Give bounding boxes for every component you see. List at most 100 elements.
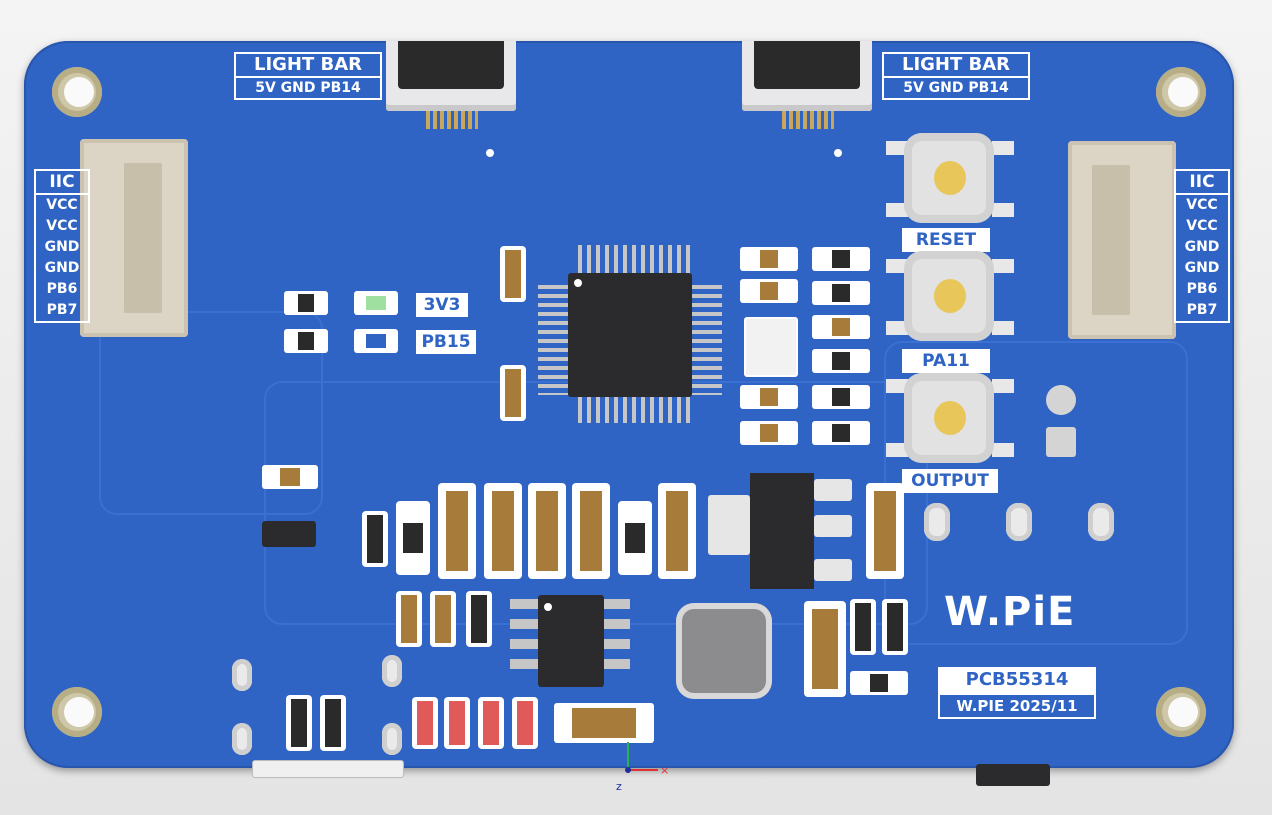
- iic-pin: VCC: [46, 218, 78, 234]
- led: [478, 697, 504, 749]
- resistor: [430, 591, 456, 647]
- light-bar-title: LIGHT BAR: [901, 54, 1011, 75]
- iic-pin: VCC: [1186, 218, 1218, 234]
- button-pad: [992, 321, 1014, 335]
- output-button[interactable]: [904, 373, 994, 463]
- button-pad: [886, 443, 908, 457]
- resistor: [812, 281, 870, 305]
- ldo-tab: [708, 495, 750, 555]
- bottom-component: [976, 764, 1050, 786]
- iic-pin: PB6: [1186, 281, 1218, 297]
- resistor: [850, 599, 876, 655]
- mcu-pins-right: [690, 285, 722, 395]
- pcb-board[interactable]: LIGHT BAR 5V GND PB14 LIGHT BAR 5V GND P…: [24, 41, 1234, 768]
- resistor: [286, 695, 312, 751]
- iic-label-right: IIC VCC VCC GND GND PB6 PB7: [1174, 169, 1230, 323]
- light-bar-pins: 5V GND PB14: [236, 76, 380, 98]
- light-bar-title: LIGHT BAR: [253, 54, 363, 75]
- mounting-hole-top-left: [52, 67, 102, 117]
- brand-logo: W.PiE: [944, 589, 1076, 635]
- button-pad: [992, 443, 1014, 457]
- iic-label-left: IIC VCC VCC GND GND PB6 PB7: [34, 169, 90, 323]
- ic-pins-left: [510, 599, 538, 673]
- axis-gizmo: z ×: [616, 742, 669, 793]
- mounting-slot: [382, 723, 402, 755]
- led-label-pb15: PB15: [416, 330, 476, 354]
- resistor: [882, 599, 908, 655]
- voltage-regulator[interactable]: [750, 473, 814, 589]
- diode: [618, 501, 652, 575]
- iic-pin: PB7: [46, 302, 78, 318]
- capacitor: [500, 365, 526, 421]
- led: [512, 697, 538, 749]
- crystal-oscillator: [744, 317, 798, 377]
- power-inductor[interactable]: [676, 603, 772, 699]
- mounting-hole-top-right: [1156, 67, 1206, 117]
- connector-pins: [782, 111, 834, 129]
- usb-connector[interactable]: [252, 760, 404, 778]
- led: [412, 697, 438, 749]
- mounting-slot: [382, 655, 402, 687]
- resistor: [320, 695, 346, 751]
- resistor: [812, 421, 870, 445]
- iic-pin: PB7: [1186, 302, 1218, 318]
- capacitor: [500, 246, 526, 302]
- button-pad: [886, 379, 908, 393]
- mounting-slot: [1006, 503, 1032, 541]
- resistor: [396, 591, 422, 647]
- connector-housing: [124, 163, 162, 313]
- board-version-label: W.PIE 2025/11: [938, 693, 1096, 719]
- iic-pin: PB6: [46, 281, 78, 297]
- button-pad: [886, 259, 908, 273]
- light-bar-label-right: LIGHT BAR 5V GND PB14: [882, 52, 1030, 100]
- reset-button[interactable]: [904, 133, 994, 223]
- capacitor: [554, 703, 654, 743]
- resistor: [284, 291, 328, 315]
- light-bar-label-left: LIGHT BAR 5V GND PB14: [234, 52, 382, 100]
- axis-origin: [625, 767, 631, 773]
- led-label-3v3: 3V3: [416, 293, 468, 317]
- regulator-pin: [814, 515, 852, 537]
- button-pad: [886, 141, 908, 155]
- capacitor: [866, 483, 904, 579]
- mounting-slot: [1088, 503, 1114, 541]
- resistor: [466, 591, 492, 647]
- mcu-pin1-marker: [574, 279, 582, 287]
- mounting-slot: [232, 723, 252, 755]
- button-pad: [992, 379, 1014, 393]
- capacitor: [528, 483, 566, 579]
- iic-title: IIC: [36, 171, 88, 195]
- pa11-button[interactable]: [904, 251, 994, 341]
- resistor: [812, 315, 870, 339]
- iic-connector-left[interactable]: [80, 139, 188, 337]
- light-bar-connector-right[interactable]: [742, 41, 872, 137]
- mcu-pins-left: [538, 285, 570, 395]
- axis-z-label: z: [616, 780, 622, 793]
- button-pad: [992, 203, 1014, 217]
- button-pad: [886, 321, 908, 335]
- pa11-button-label: PA11: [902, 349, 990, 373]
- iic-pin: GND: [1184, 260, 1220, 276]
- board-id-label: PCB55314: [938, 667, 1096, 693]
- resistor: [262, 465, 318, 489]
- output-button-label: OUTPUT: [902, 469, 998, 493]
- connector-slot: [398, 41, 504, 89]
- mcu-chip[interactable]: [568, 273, 692, 397]
- iic-connector-right[interactable]: [1068, 141, 1176, 339]
- connector-housing: [1092, 165, 1130, 315]
- iic-pin: GND: [1184, 239, 1220, 255]
- pin1-marker: [834, 149, 842, 157]
- axis-x-label: ×: [660, 764, 669, 777]
- diode: [396, 501, 430, 575]
- regulator-pin: [814, 559, 852, 581]
- resistor: [812, 349, 870, 373]
- reset-button-label: RESET: [902, 228, 990, 252]
- light-bar-connector-left[interactable]: [386, 41, 516, 137]
- led: [444, 697, 470, 749]
- mounting-hole-bottom-right: [1156, 687, 1206, 737]
- trace: [99, 311, 323, 515]
- iic-pin: GND: [44, 239, 80, 255]
- resistor: [740, 421, 798, 445]
- test-pad: [1046, 385, 1076, 415]
- capacitor: [572, 483, 610, 579]
